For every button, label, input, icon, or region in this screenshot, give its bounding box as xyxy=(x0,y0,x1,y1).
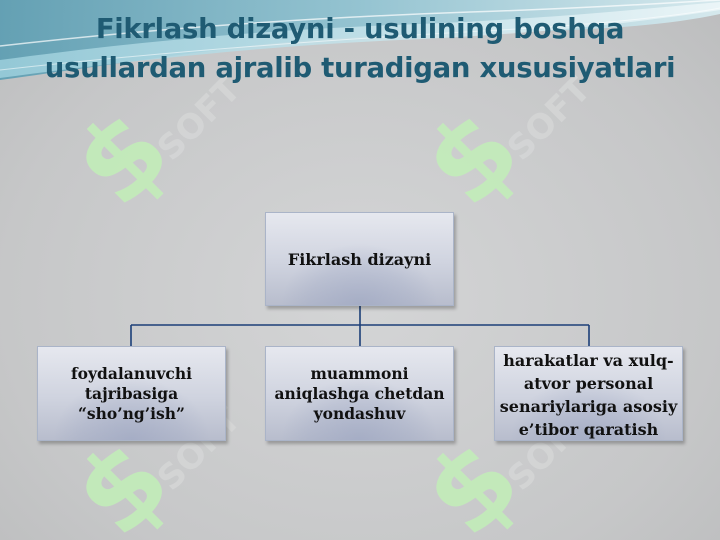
child-node-label: harakatlar va xulq-atvor personal senari… xyxy=(499,350,678,439)
child-node-scenarios: harakatlar va xulq-atvor personal senari… xyxy=(494,346,683,441)
child-node-problem-approach: muammoni aniqlashga chetdan yondashuv xyxy=(265,346,454,441)
child-node-label: foydalanuvchi tajribasiga “sho’ng’ish” xyxy=(71,363,192,423)
root-node-label: Fikrlash dizayni xyxy=(287,249,432,269)
header-wave-decoration xyxy=(0,0,720,80)
slide-title: Fikrlash dizayni - usulining boshqa usul… xyxy=(44,13,676,84)
root-node: Fikrlash dizayni xyxy=(265,212,454,306)
child-node-label: muammoni aniqlashga chetdan yondashuv xyxy=(274,363,445,423)
child-node-user-experience: foydalanuvchi tajribasiga “sho’ng’ish” xyxy=(37,346,226,441)
